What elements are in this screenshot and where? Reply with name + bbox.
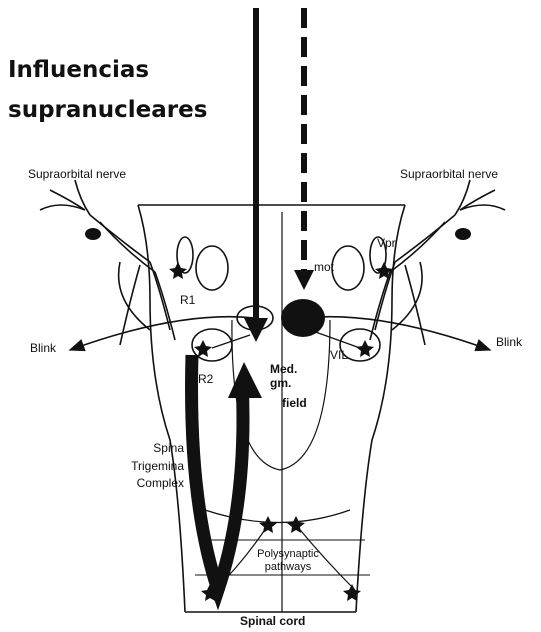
label-spinal-trig-2: Trigemina [100, 459, 184, 473]
label-med-field-3: field [282, 396, 307, 410]
heading-line-1: Influencias [8, 50, 208, 90]
label-r2: R2 [198, 372, 213, 386]
label-r1: R1 [180, 293, 195, 307]
heading: Influencias supranucleares [8, 50, 208, 130]
blink-arrow-left [70, 317, 255, 350]
label-supraorbital-left: Supraorbital nerve [28, 167, 126, 181]
label-spinal-cord: Spinal cord [240, 614, 305, 628]
label-vii: VIL [330, 348, 348, 362]
supranuclear-solid-arrowhead [244, 318, 268, 342]
label-med-field-1: Med. [270, 362, 297, 376]
blink-arrow-right [303, 317, 490, 350]
supranuclear-dashed-arrowhead [294, 270, 314, 290]
label-polysynaptic-1: Polysynaptic [250, 548, 326, 560]
ganglion-left [85, 228, 101, 240]
label-vpr: Vpr [377, 236, 396, 250]
label-spinal-trig-1: Spina [118, 441, 184, 455]
heading-line-2: supranucleares [8, 90, 208, 130]
label-vmot: mot [314, 260, 334, 274]
label-supraorbital-right: Supraorbital nerve [400, 167, 498, 181]
label-med-field-2: gm. [270, 376, 291, 390]
label-spinal-trig-3: Complex [100, 476, 184, 490]
label-blink-right: Blink [496, 335, 522, 349]
label-blink-left: Blink [30, 341, 56, 355]
label-polysynaptic-2: pathways [250, 561, 326, 573]
ganglion-right [455, 228, 471, 240]
